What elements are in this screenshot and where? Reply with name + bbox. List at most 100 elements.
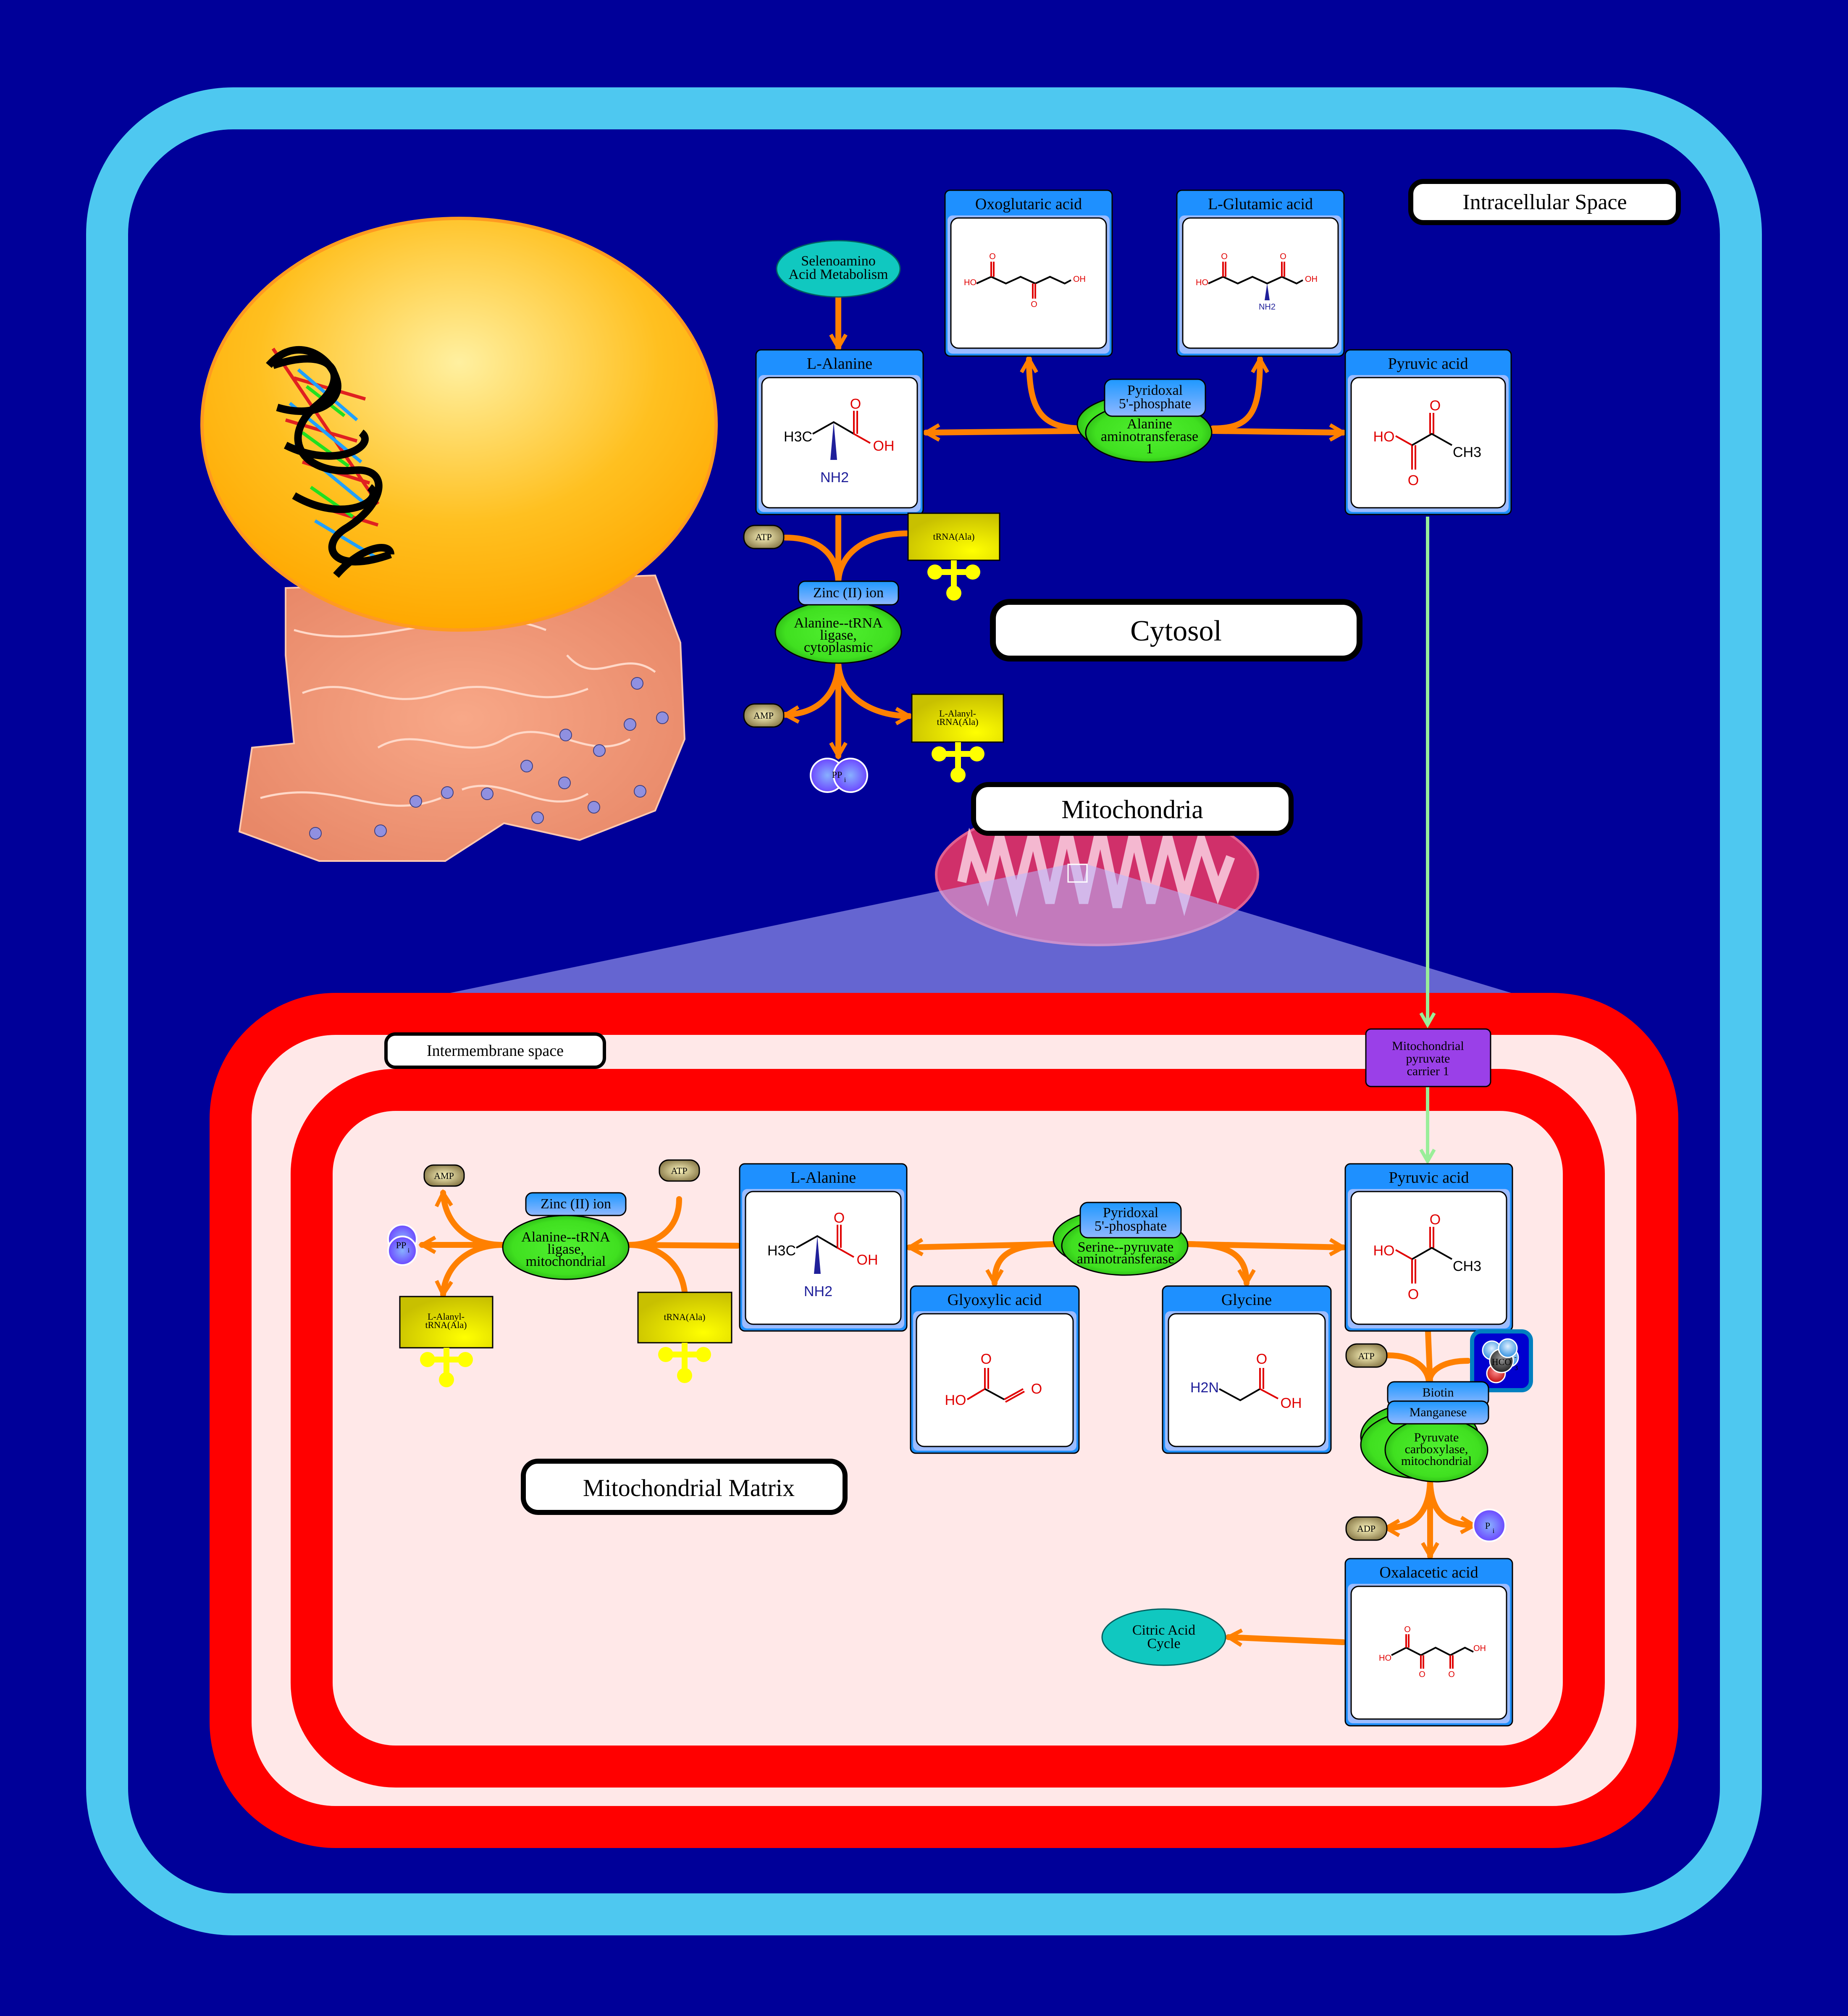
svg-text:carboxylase,: carboxylase, <box>1405 1442 1468 1456</box>
pi-pc[interactable]: P i <box>1473 1509 1506 1542</box>
svg-text:ligase,: ligase, <box>547 1242 584 1257</box>
svg-text:mitochondrial: mitochondrial <box>526 1254 606 1269</box>
compound-l-alanine-matrix[interactable]: L-Alanine H3C O OH NH2 <box>739 1163 908 1332</box>
svg-text:Intermembrane space: Intermembrane space <box>427 1042 564 1060</box>
cofactor-pyridoxal-5-phosphate-matrix[interactable]: Pyridoxal 5'-phosphate <box>1079 1202 1182 1239</box>
svg-text:HO: HO <box>945 1392 966 1408</box>
amp-matrix[interactable]: AMP <box>423 1164 465 1187</box>
transporter-mitochondrial-pyruvate-carrier-1[interactable]: Mitochondrial pyruvate carrier 1 <box>1365 1028 1491 1087</box>
endoplasmic-reticulum-illustration <box>238 574 686 862</box>
svg-text:Alanine--tRNA: Alanine--tRNA <box>794 615 883 631</box>
svg-text:Mitochondrial: Mitochondrial <box>1392 1039 1464 1053</box>
svg-text:ATP: ATP <box>755 532 772 542</box>
svg-text:aminotransferase: aminotransferase <box>1077 1251 1174 1267</box>
ppi-matrix[interactable]: PP i <box>387 1224 417 1266</box>
svg-text:HO: HO <box>1379 1654 1391 1663</box>
enzyme-serine-pyruvate-aminotransferase[interactable]: Serine--pyruvate aminotransferase Pyrido… <box>1053 1202 1189 1276</box>
compound-pyruvic-acid-matrix[interactable]: Pyruvic acid HO O O CH3 <box>1344 1163 1513 1332</box>
svg-text:1: 1 <box>1146 441 1153 457</box>
cell-membrane <box>86 87 1762 1935</box>
svg-text:tRNA(Ala): tRNA(Ala) <box>664 1312 706 1322</box>
compound-l-glutamic-acid[interactable]: L-Glutamic acid HO O O OH NH2 <box>1176 189 1345 357</box>
svg-text:O: O <box>1419 1670 1425 1679</box>
enzyme-pyruvate-carboxylase-mitochondrial[interactable]: Pyruvate carboxylase, mitochondrial Biot… <box>1360 1381 1489 1483</box>
atp-matrix[interactable]: ATP <box>659 1159 700 1182</box>
svg-text:Biotin: Biotin <box>1422 1386 1454 1399</box>
trna-ala-matrix[interactable]: tRNA(Ala) <box>637 1292 732 1383</box>
pathway-selenoamino-acid-metabolism[interactable]: Selenoamino Acid Metabolism <box>776 240 901 298</box>
svg-text:Zinc (II) ion: Zinc (II) ion <box>541 1196 611 1212</box>
svg-text:5'-phosphate: 5'-phosphate <box>1095 1218 1167 1234</box>
l-alanyl-trna-ala-matrix[interactable]: L-Alanyl- tRNA(Ala) <box>399 1296 494 1387</box>
adp-pc[interactable]: ADP <box>1345 1516 1388 1541</box>
svg-text:Intracellular Space: Intracellular Space <box>1462 190 1627 214</box>
svg-text:Serine--pyruvate: Serine--pyruvate <box>1078 1239 1173 1255</box>
cofactor-pyridoxal-5-phosphate[interactable]: Pyridoxal 5'-phosphate <box>1104 378 1206 417</box>
compound-pyruvic-acid-cytosol[interactable]: Pyruvic acid HO O O CH3 <box>1344 349 1512 515</box>
svg-text:L-Glutamic acid: L-Glutamic acid <box>1208 195 1313 213</box>
pathway-citric-acid-cycle[interactable]: Citric Acid Cycle <box>1101 1608 1226 1666</box>
svg-text:Mitochondrial Matrix: Mitochondrial Matrix <box>583 1474 795 1502</box>
svg-text:tRNA(Ala): tRNA(Ala) <box>425 1320 467 1330</box>
enzyme-alanine-trna-ligase-mitochondrial[interactable]: Alanine--tRNA ligase, mitochondrial Zinc… <box>502 1192 630 1280</box>
svg-text:Acid Metabolism: Acid Metabolism <box>788 267 888 282</box>
compound-l-alanine-cytosol[interactable]: L-Alanine H3C O OH NH2 <box>755 349 924 515</box>
enzyme-alanine-aminotransferase-1[interactable]: Alanine aminotransferase 1 Pyridoxal 5'-… <box>1076 378 1213 463</box>
intracellular-space-label: Intracellular Space <box>1408 179 1681 225</box>
svg-text:O: O <box>1256 1351 1267 1367</box>
cofactor-zinc-ion[interactable]: Zinc (II) ion <box>798 580 899 606</box>
svg-text:cytoplasmic: cytoplasmic <box>804 640 873 655</box>
svg-text:5'-phosphate: 5'-phosphate <box>1119 396 1191 412</box>
compound-glyoxylic-acid[interactable]: Glyoxylic acid HO O O <box>910 1285 1080 1454</box>
svg-text:Cycle: Cycle <box>1147 1636 1180 1651</box>
svg-text:HO: HO <box>1373 429 1395 445</box>
enzyme-alanine-trna-ligase-cytoplasmic[interactable]: Alanine--tRNA ligase, cytoplasmic Zinc (… <box>774 580 902 664</box>
svg-text:CH3: CH3 <box>1453 444 1481 460</box>
compound-glycine[interactable]: Glycine H2N O OH <box>1162 1285 1332 1454</box>
svg-text:NH2: NH2 <box>804 1284 832 1299</box>
svg-text:NH2: NH2 <box>820 470 849 486</box>
dna-helix-icon <box>266 346 394 578</box>
svg-text:ATP: ATP <box>671 1166 687 1176</box>
mitochondria-label: Mitochondria <box>971 782 1294 836</box>
svg-text:O: O <box>981 1351 992 1367</box>
compound-oxoglutaric-acid[interactable]: Oxoglutaric acid HO O O OH <box>944 189 1113 357</box>
trna-ala-cytosol[interactable]: tRNA(Ala) <box>907 512 1000 601</box>
svg-text:O: O <box>1221 252 1228 261</box>
compound-oxalacetic-acid[interactable]: Oxalacetic acid HO O O O OH <box>1344 1558 1513 1727</box>
svg-text:O: O <box>1031 300 1037 309</box>
reaction-arrows-cytosol <box>781 294 1347 760</box>
cofactor-zinc-ion-matrix[interactable]: Zinc (II) ion <box>525 1192 627 1216</box>
atp-pc[interactable]: ATP <box>1345 1343 1388 1368</box>
svg-text:pyruvate: pyruvate <box>1406 1052 1450 1066</box>
svg-text:Pyridoxal: Pyridoxal <box>1103 1205 1158 1221</box>
atp-cytosol[interactable]: ATP <box>743 525 785 549</box>
svg-text:Pyruvic acid: Pyruvic acid <box>1389 1169 1469 1186</box>
amp-cytosol[interactable]: AMP <box>743 703 785 728</box>
bicarbonate[interactable]: HCO 3 - <box>1470 1329 1533 1392</box>
ppi-cytosol[interactable]: PP i <box>810 758 868 793</box>
svg-text:OH: OH <box>1305 275 1318 284</box>
svg-text:aminotransferase: aminotransferase <box>1101 429 1198 444</box>
svg-text:O: O <box>1404 1625 1411 1634</box>
intermembrane-space-label: Intermembrane space <box>384 1032 606 1069</box>
svg-text:O: O <box>1448 1670 1455 1679</box>
zoom-projection <box>450 864 1511 993</box>
svg-text:carrier 1: carrier 1 <box>1407 1064 1449 1078</box>
svg-text:OH: OH <box>1473 1644 1486 1653</box>
svg-text:L-Alanine: L-Alanine <box>790 1169 856 1186</box>
svg-text:Glyoxylic acid: Glyoxylic acid <box>948 1291 1042 1309</box>
cofactor-manganese[interactable]: Manganese <box>1387 1400 1489 1425</box>
svg-text:Oxalacetic acid: Oxalacetic acid <box>1379 1564 1478 1581</box>
svg-text:Pyridoxal: Pyridoxal <box>1127 383 1183 398</box>
svg-text:AMP: AMP <box>434 1171 454 1181</box>
svg-text:O: O <box>1430 398 1441 414</box>
l-alanyl-trna-ala-cytosol[interactable]: L-Alanyl- tRNA(Ala) <box>911 693 1004 782</box>
svg-text:O: O <box>1408 472 1419 488</box>
svg-text:Cytosol: Cytosol <box>1130 615 1222 647</box>
cytosol-label: Cytosol <box>990 599 1362 662</box>
svg-text:i: i <box>1493 1528 1495 1535</box>
svg-text:ATP: ATP <box>1358 1351 1374 1361</box>
svg-text:OH: OH <box>1073 275 1086 284</box>
svg-text:tRNA(Ala): tRNA(Ala) <box>933 531 975 542</box>
